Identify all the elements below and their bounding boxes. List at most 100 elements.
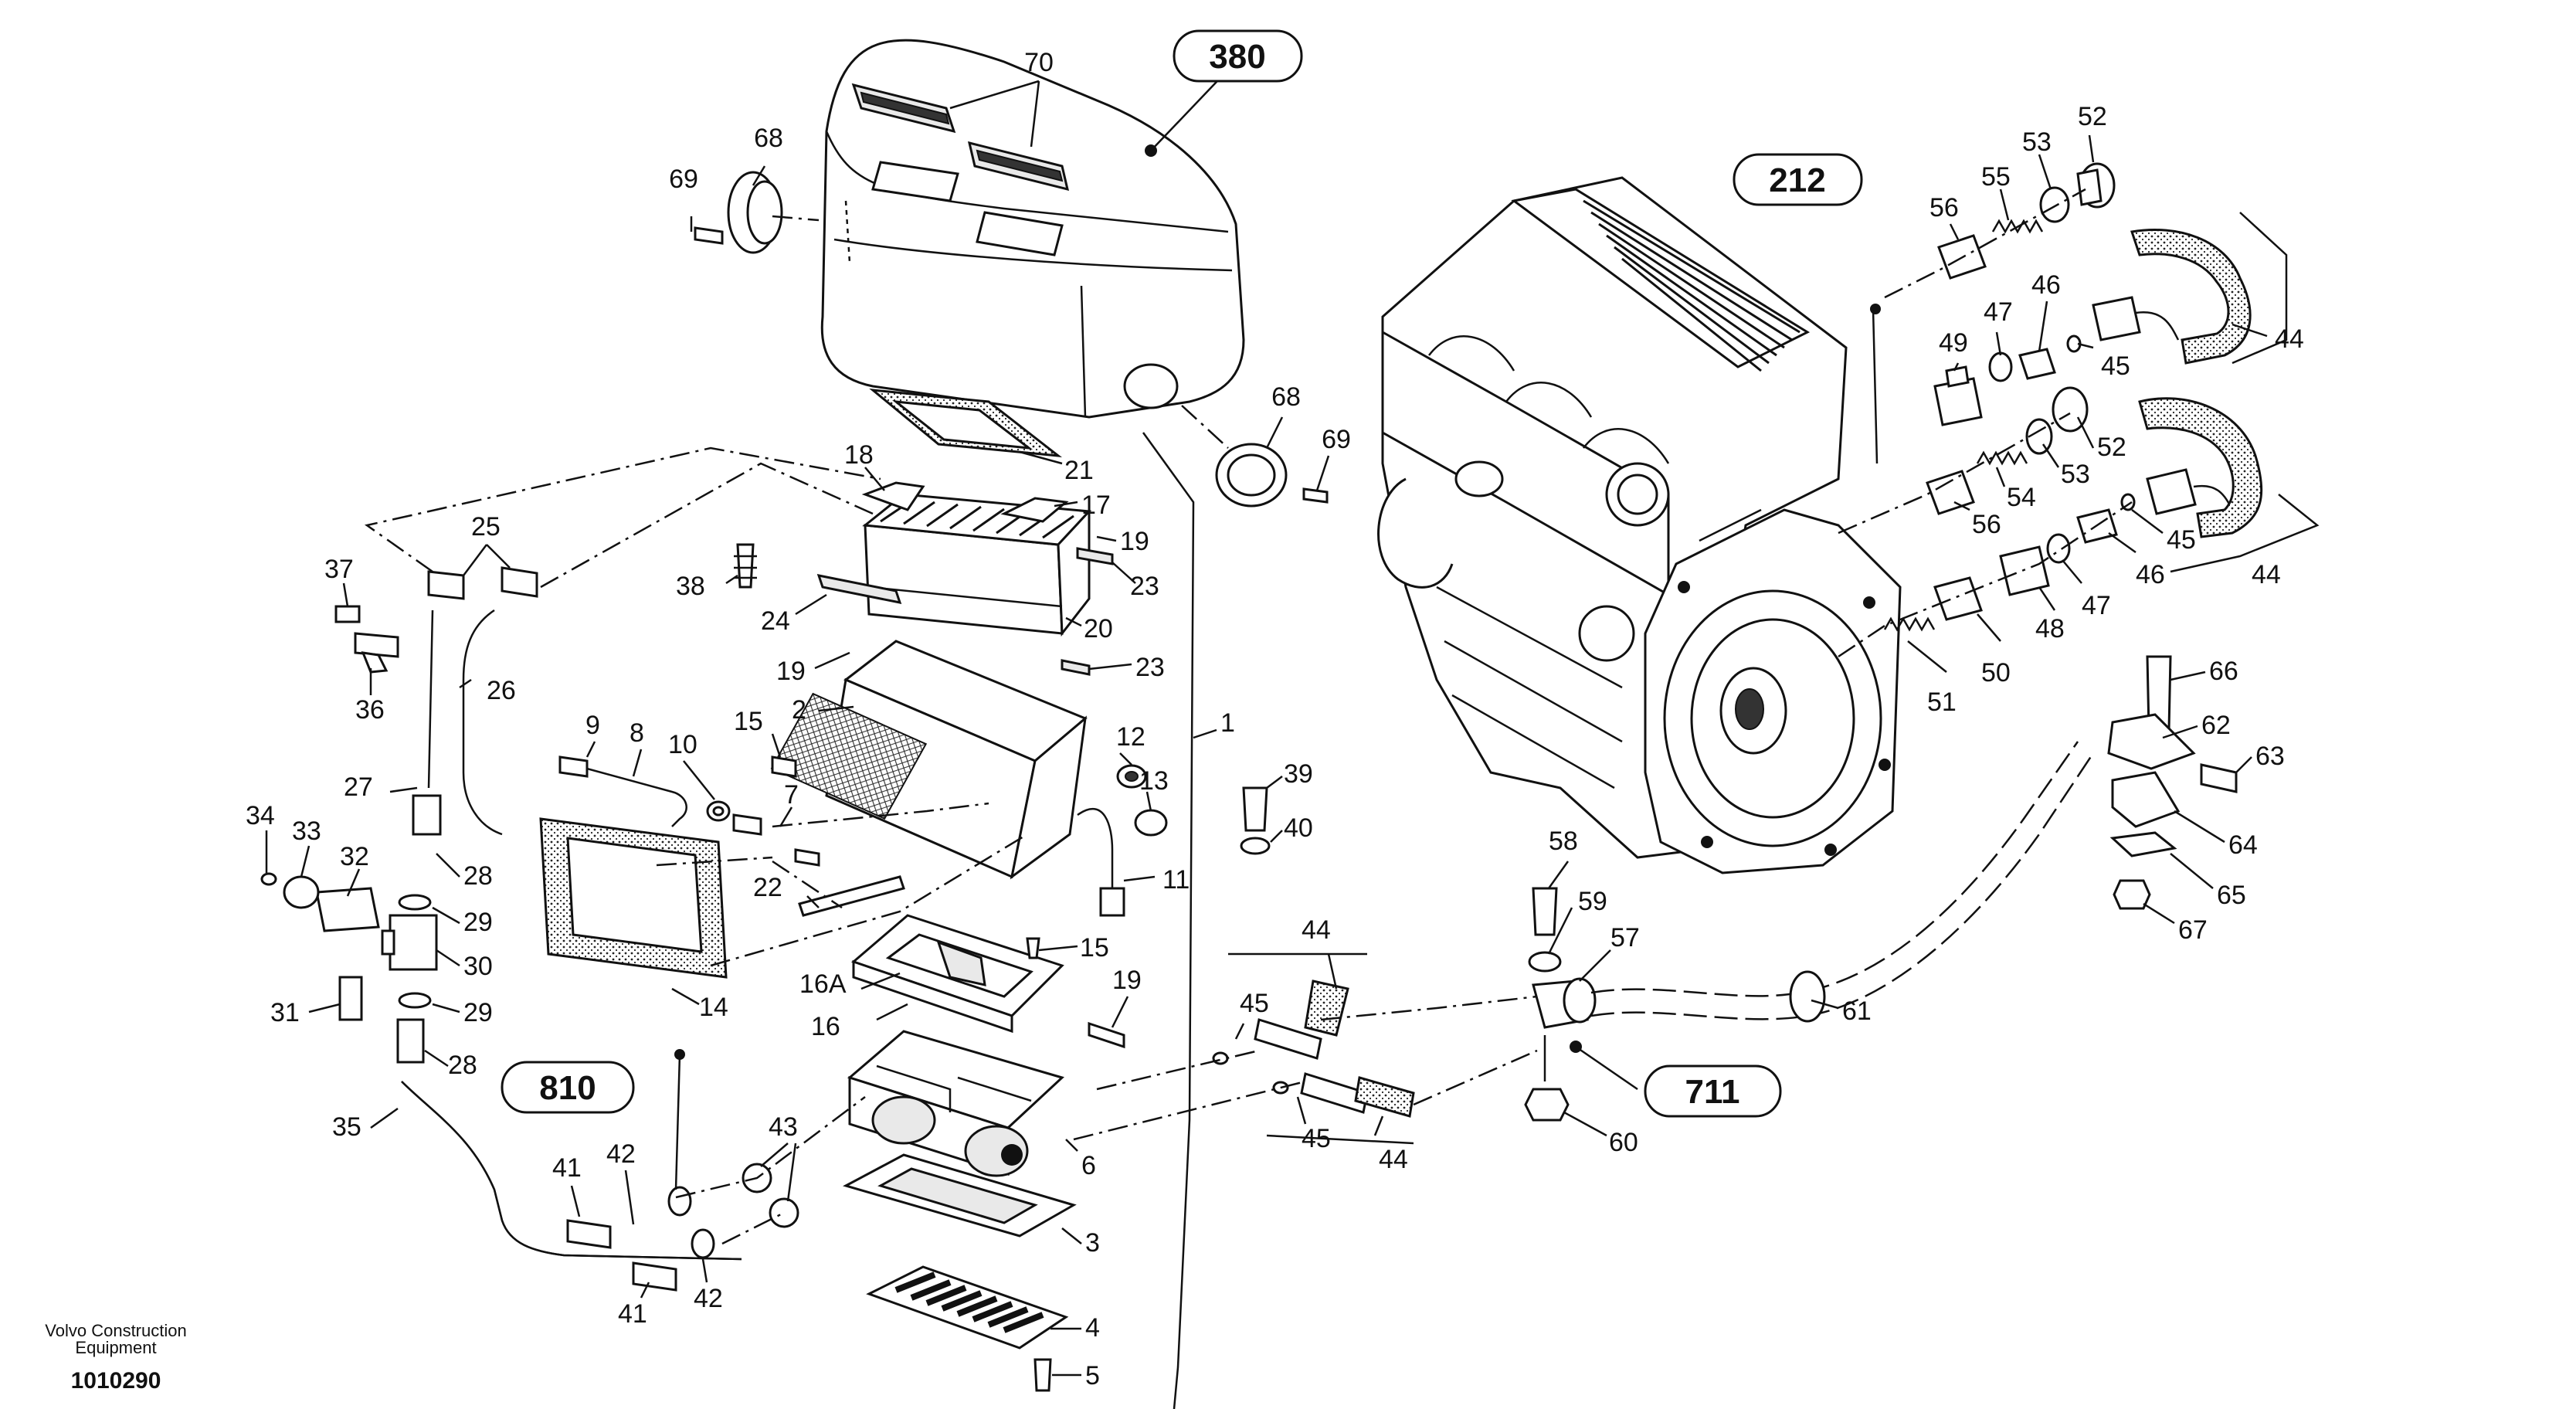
part-label: 42 [694,1284,723,1313]
washer-47-upper [1988,351,2013,382]
heater-matrix-20 [862,493,1092,637]
plate-65 [2109,831,2177,857]
part-label: 7 [784,780,799,810]
screw-15-lower [1026,937,1040,959]
bracket-32 [315,887,380,932]
part-label: 39 [1284,759,1313,789]
part-label: 47 [1984,297,2013,327]
filter-14 [539,817,728,979]
part-label: 15 [1080,933,1109,963]
part-label: 28 [448,1051,477,1080]
part-label: 24 [761,606,790,636]
part-label: 44 [2252,560,2281,589]
hose-44-lower-right [2138,397,2263,538]
part-label: 19 [1120,527,1149,556]
grommet-13 [1134,809,1168,837]
part-label: 58 [1549,827,1578,856]
part-label: 8 [630,718,644,748]
svg-text:810: 810 [539,1069,596,1107]
part-label: 36 [355,695,385,725]
part-label: 32 [340,842,369,871]
part-label: 26 [487,676,516,705]
part-label: 63 [2255,742,2285,771]
adapter-49 [1933,365,1983,426]
part-label: 48 [2035,614,2065,643]
engine-cooling-fins [1583,199,1800,372]
part-label: 44 [1379,1145,1408,1174]
callout-810[interactable]: 810 [501,1061,635,1114]
part-label: 23 [1135,653,1165,682]
bracket-62 [2107,713,2196,770]
part-label: 12 [1116,722,1145,752]
screw-15-upper [771,755,797,778]
part-label: 34 [246,801,275,830]
part-label: 42 [606,1139,636,1169]
part-label: 40 [1284,813,1313,843]
fitting-28-lower [396,1018,425,1064]
part-label: 13 [1139,766,1169,796]
part-label: 45 [2101,351,2130,381]
part-label: 29 [463,998,493,1027]
callout-380[interactable]: 380 [1173,29,1303,83]
spring-55 [1991,219,2044,234]
part-label: 46 [2136,560,2165,589]
bolt-39 [1242,786,1268,832]
part-label: 53 [2022,127,2052,157]
air-vent-lower [967,141,1070,192]
vent-ring-68-left [694,171,820,254]
part-label: 64 [2228,830,2258,860]
heater-cover [820,39,1245,419]
part-labels: 70 68 69 68 69 21 18 17 19 38 23 24 20 1… [246,48,2304,1390]
part-label: 28 [463,861,493,891]
callout-212[interactable]: 212 [1733,153,1863,206]
part-label: 59 [1578,887,1607,916]
valve-30 [381,914,438,971]
part-label: 25 [471,512,501,542]
part-label: 56 [1929,193,1959,222]
blower-fan-6 [847,1030,1064,1177]
part-label: 69 [1322,425,1351,454]
flywheel-housing [1644,508,1902,874]
seal-23-lower [1061,659,1091,676]
part-label: 65 [2217,881,2246,910]
washer-40 [1240,837,1271,855]
part-label: 53 [2061,460,2090,489]
footer: Volvo Construction Equipment 1010290 [45,1321,186,1394]
washer-47-lower [2046,533,2071,564]
part-label: 15 [734,707,763,736]
part-label: 69 [669,165,698,194]
part-label: 6 [1081,1151,1096,1180]
part-label: 44 [1302,915,1331,945]
fan-housing-16 [851,914,1064,1034]
hose-44-upper-right [2092,229,2252,365]
part-label: 4 [1085,1313,1100,1343]
part-label: 27 [344,772,373,802]
gasket-3 [843,1153,1077,1238]
spring-54 [1976,450,2028,466]
washer-29-lower [398,992,432,1009]
sensor-38 [734,543,757,589]
union-41-upper [566,1219,612,1249]
bracket-17 [1000,497,1069,523]
plug-33 [283,875,320,909]
part-label: 60 [1609,1128,1638,1157]
assembly-bracket-1 [1142,432,1195,1409]
callout-711[interactable]: 711 [1644,1064,1782,1118]
part-label: 10 [668,730,697,759]
pipe-27 [427,609,434,789]
clip-36 [354,632,399,674]
hose-44-lower [1300,1072,1415,1118]
leader-lines [265,65,2268,1377]
part-label: 21 [1064,456,1094,485]
washer-53-upper [2039,186,2070,223]
heater-housing-2 [770,640,1088,880]
fitting-28-upper [412,794,442,836]
part-label: 23 [1130,572,1159,601]
part-label: 51 [1927,688,1957,717]
nut-60 [1524,1088,1570,1122]
part-label: 67 [2178,915,2208,945]
strip-22 [798,875,905,917]
washer-42-lower [691,1228,715,1259]
company-name-line1: Volvo Construction [45,1321,186,1340]
